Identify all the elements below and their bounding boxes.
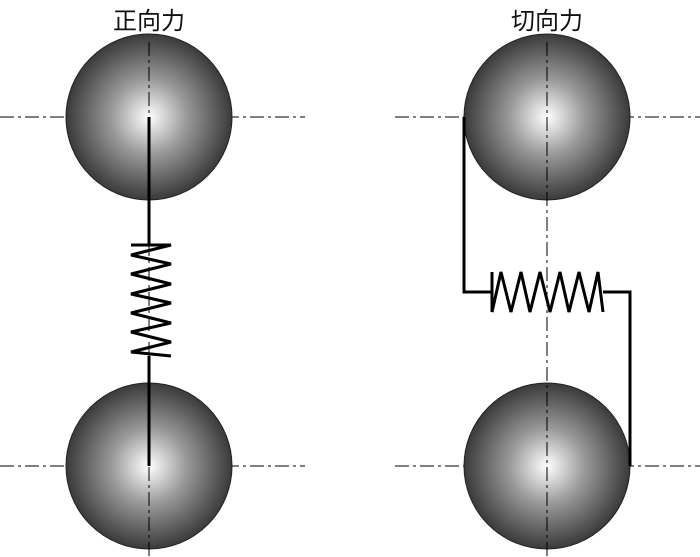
- panel-title-tangential: 切向力: [511, 7, 583, 35]
- spring-coil-horizontal: [490, 271, 605, 313]
- connector-link-left: [462, 117, 492, 294]
- connector-link-right: [603, 290, 632, 466]
- spring-coil-vertical: [130, 243, 172, 358]
- panel-tangential: 切向力: [395, 7, 700, 557]
- panel-title-normal: 正向力: [113, 7, 185, 35]
- panel-normal: 正向力: [0, 7, 305, 557]
